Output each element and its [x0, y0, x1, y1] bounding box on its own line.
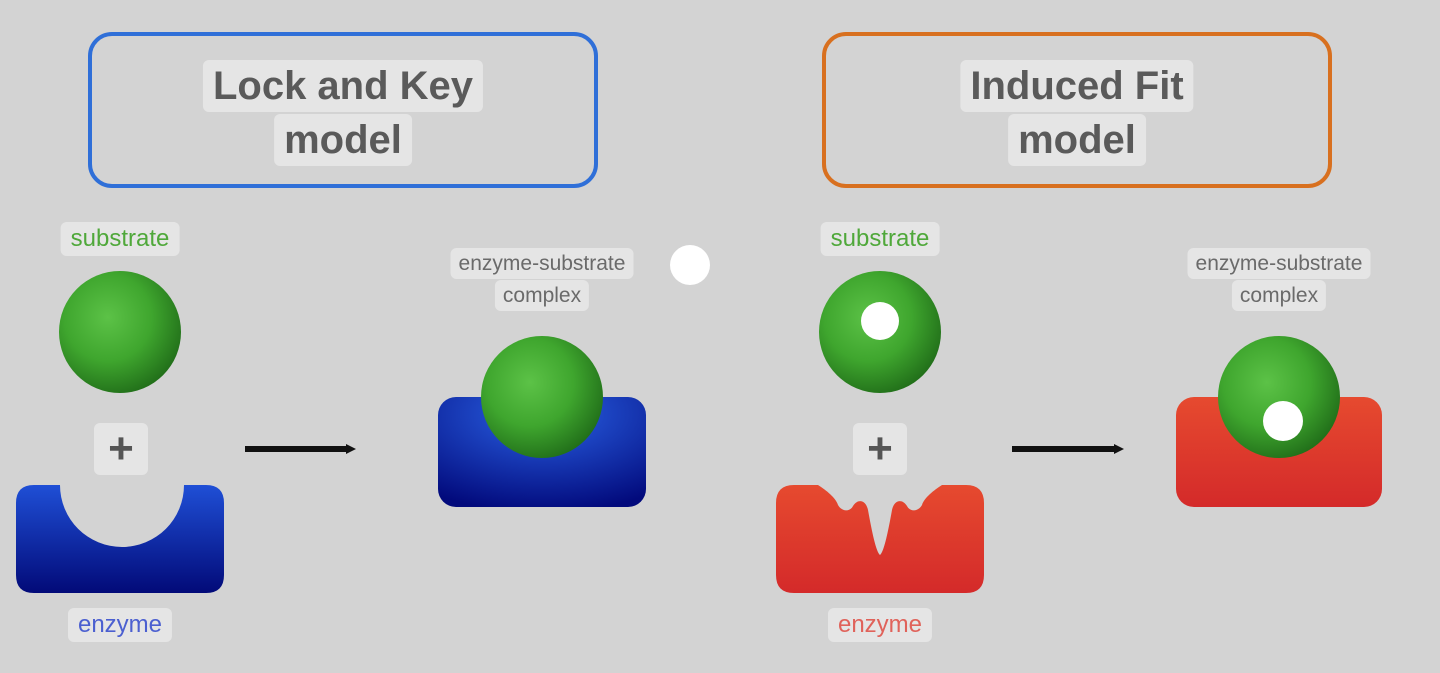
lock-key-plus-sign: + [94, 423, 148, 475]
lock-key-title-box: Lock and Key model [88, 32, 598, 188]
induced-fit-title-box: Induced Fit model [822, 32, 1332, 188]
lock-key-substrate-shape [59, 271, 181, 393]
lock-key-complex-label-line1: enzyme-substrate [450, 248, 634, 279]
lock-key-enzyme-shape [16, 485, 224, 593]
lock-key-title-line1: Lock and Key [202, 60, 484, 112]
induced-fit-complex-shape [1176, 336, 1382, 507]
lock-key-complex-label-line2: complex [494, 280, 590, 311]
induced-fit-plus-sign: + [853, 423, 907, 475]
lock-key-title-line2: model [274, 114, 412, 166]
induced-fit-enzyme-shape [776, 485, 984, 593]
induced-fit-enzyme-label: enzyme [827, 608, 933, 642]
induced-fit-substrate-label: substrate [820, 222, 940, 256]
lock-key-substrate-label: substrate [60, 222, 180, 256]
lock-key-enzyme-label: enzyme [67, 608, 173, 642]
induced-fit-complex-label-line2: complex [1231, 280, 1327, 311]
lock-key-complex-shape [438, 336, 646, 507]
floating-white-dot [670, 245, 710, 285]
induced-fit-title-line2: model [1008, 114, 1146, 166]
induced-fit-complex-label-line1: enzyme-substrate [1187, 248, 1371, 279]
induced-fit-title-line1: Induced Fit [960, 60, 1194, 112]
induced-fit-substrate-shape [819, 271, 941, 393]
